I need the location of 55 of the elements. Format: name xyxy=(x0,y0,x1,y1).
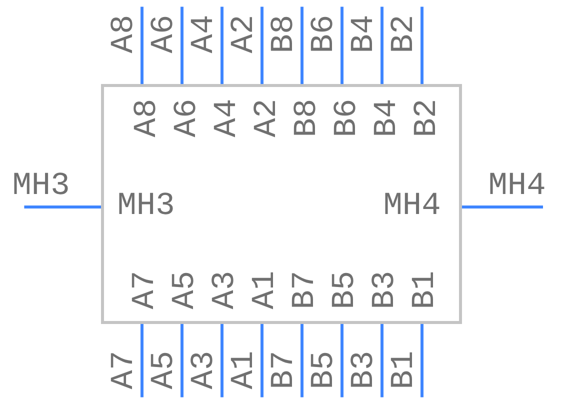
pin-label: B8 xyxy=(268,14,300,54)
pin-label: A8 xyxy=(108,14,140,54)
pin-label: A7 xyxy=(108,350,140,390)
pin-label: A5 xyxy=(148,350,180,390)
pin-label: MH4 xyxy=(488,170,546,202)
pin-label: B6 xyxy=(308,14,340,54)
pin-label: A4 xyxy=(211,98,243,138)
pin-label: A1 xyxy=(249,270,281,310)
pin-label: B3 xyxy=(369,270,401,310)
pin-label: A8 xyxy=(131,98,163,138)
pin-label: A2 xyxy=(228,14,260,54)
pin-label: B2 xyxy=(388,14,420,54)
pin-line xyxy=(260,6,264,84)
pin-line xyxy=(420,324,424,398)
pin-line xyxy=(24,206,101,208)
pin-line xyxy=(220,6,224,84)
pin-label: B8 xyxy=(291,98,323,138)
pin-label: A1 xyxy=(228,350,260,390)
pin-label: B4 xyxy=(348,14,380,54)
pin-line xyxy=(220,324,224,398)
pin-label: MH3 xyxy=(12,170,70,202)
pin-label: B4 xyxy=(371,98,403,138)
pin-line xyxy=(380,324,384,398)
pin-label: MH3 xyxy=(117,190,175,222)
pin-label: A6 xyxy=(148,14,180,54)
pin-label: A6 xyxy=(171,98,203,138)
pin-label: A4 xyxy=(188,14,220,54)
pin-label: B1 xyxy=(409,270,441,310)
pin-line xyxy=(180,324,184,398)
pin-line xyxy=(462,206,543,208)
pin-label: B2 xyxy=(411,98,443,138)
pin-label: A2 xyxy=(251,98,283,138)
pin-line xyxy=(420,6,424,84)
component-body xyxy=(101,84,462,324)
pin-label: A3 xyxy=(188,350,220,390)
pin-line xyxy=(180,6,184,84)
pin-line xyxy=(140,324,144,398)
pin-line xyxy=(340,324,344,398)
pin-label: A5 xyxy=(169,270,201,310)
pin-label: B6 xyxy=(331,98,363,138)
pin-label: B5 xyxy=(329,270,361,310)
pin-label: MH4 xyxy=(383,190,441,222)
pin-line xyxy=(260,324,264,398)
pin-label: B7 xyxy=(289,270,321,310)
pin-line xyxy=(300,6,304,84)
pin-line xyxy=(380,6,384,84)
pin-label: A7 xyxy=(129,270,161,310)
pin-line xyxy=(300,324,304,398)
pin-label: B7 xyxy=(268,350,300,390)
pin-label: A3 xyxy=(209,270,241,310)
pin-label: B3 xyxy=(348,350,380,390)
pin-label: B1 xyxy=(388,350,420,390)
pin-label: B5 xyxy=(308,350,340,390)
pin-line xyxy=(340,6,344,84)
pin-line xyxy=(140,6,144,84)
